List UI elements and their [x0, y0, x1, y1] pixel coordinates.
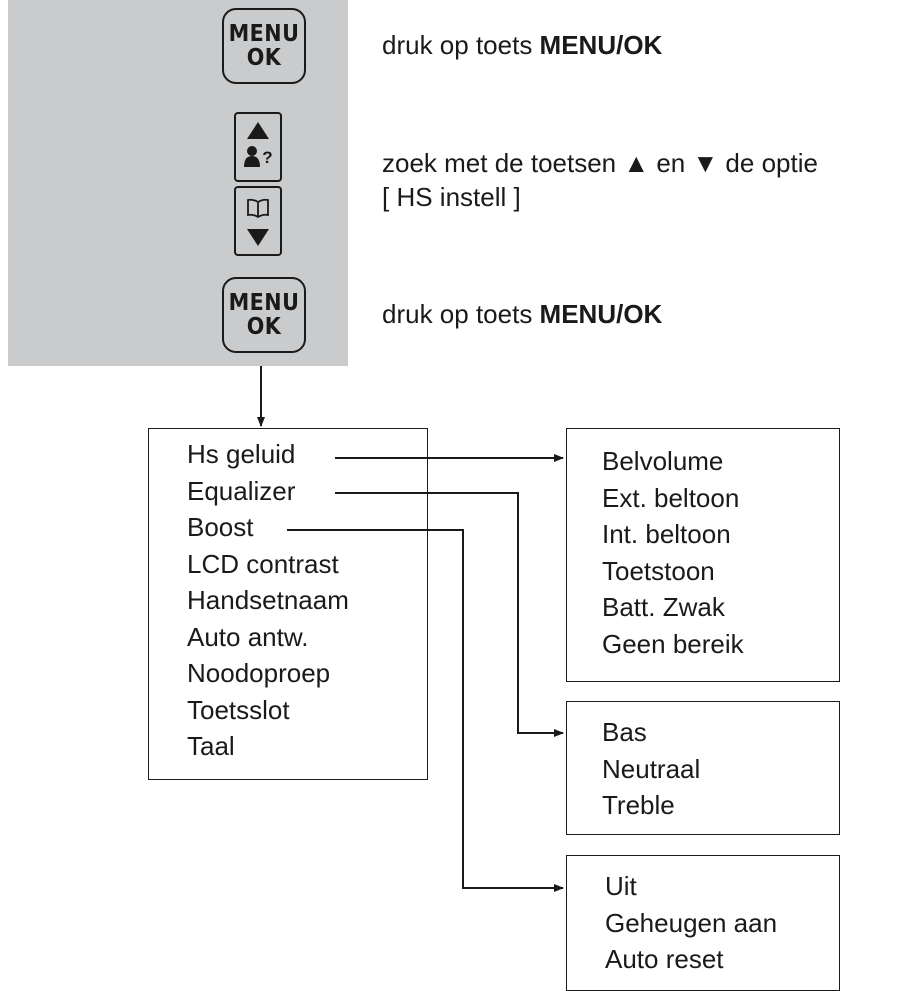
main-menu-item: Auto antw.: [187, 621, 309, 652]
instruction-step2-line2: [ HS instell ]: [382, 182, 521, 212]
submenu-item: Auto reset: [605, 944, 724, 974]
main-menu-item: Taal: [187, 731, 235, 761]
main-menu-item: Boost: [187, 512, 254, 542]
menu-ok-button[interactable]: MENU OK: [222, 8, 306, 84]
down-key[interactable]: [234, 186, 282, 256]
main-menu-item: Hs geluid: [187, 439, 296, 469]
submenu-boost-box: Uit Geheugen aan Auto reset: [566, 855, 840, 991]
book-icon: [246, 198, 270, 223]
submenu-item: Neutraal: [602, 753, 701, 784]
submenu-item: Uit: [605, 871, 637, 901]
question-mark: ?: [262, 148, 273, 167]
instruction-step1-text: druk op toets: [382, 30, 540, 60]
submenu-item: Ext. beltoon: [602, 482, 740, 513]
menu-ok-line1: MENU: [228, 20, 300, 47]
main-menu-list: Hs geluid Equalizer Boost LCD contrast H…: [187, 436, 427, 765]
submenu-boost-list: Uit Geheugen aan Auto reset: [605, 868, 839, 978]
submenu-hs-geluid-box: Belvolume Ext. beltoon Int. beltoon Toet…: [566, 428, 840, 682]
main-menu-box: Hs geluid Equalizer Boost LCD contrast H…: [148, 428, 428, 780]
main-menu-item: Noodoproep: [187, 658, 331, 688]
connector-arrow-boost: [287, 529, 564, 892]
menu-ok-button-2[interactable]: MENU OK: [222, 277, 306, 353]
submenu-item: Batt. Zwak: [602, 592, 725, 622]
submenu-item: Int. beltoon: [602, 519, 731, 549]
submenu-item: Geheugen aan: [605, 907, 778, 938]
instruction-step2: zoek met de toetsen ▲ en ▼ de optie [ HS…: [382, 146, 818, 214]
main-menu-item: Toetsslot: [187, 694, 290, 725]
main-menu-item: LCD contrast: [187, 548, 339, 579]
menu-ok-line2: OK: [246, 45, 282, 71]
main-menu-item: Handsetnaam: [187, 585, 349, 615]
submenu-item: Bas: [602, 717, 647, 747]
connector-arrow-equalizer: [335, 492, 564, 737]
up-key[interactable]: ?: [234, 112, 282, 182]
contacts-icon: ?: [243, 145, 273, 167]
menu-ok-line2: OK: [246, 314, 282, 340]
submenu-equalizer-box: Bas Neutraal Treble: [566, 701, 840, 835]
submenu-item: Belvolume: [602, 446, 724, 476]
submenu-item: Toetstoon: [602, 555, 715, 586]
main-menu-item: Equalizer: [187, 475, 296, 506]
instruction-step3: druk op toets MENU/OK: [382, 297, 662, 331]
instruction-step3-text: druk op toets: [382, 299, 540, 329]
down-arrow-icon: [247, 229, 269, 246]
submenu-hs-geluid-list: Belvolume Ext. beltoon Int. beltoon Toet…: [602, 443, 839, 662]
instruction-step2-line1: zoek met de toetsen ▲ en ▼ de optie: [382, 148, 818, 178]
menu-ok-line1: MENU: [228, 289, 300, 316]
keypad-panel: MENU OK ? MENU OK: [8, 0, 348, 366]
instruction-step3-key: MENU/OK: [539, 299, 663, 329]
up-arrow-icon: [247, 122, 269, 139]
submenu-item: Geen bereik: [602, 628, 744, 659]
submenu-equalizer-list: Bas Neutraal Treble: [602, 714, 839, 824]
submenu-item: Treble: [602, 790, 675, 820]
instruction-step1-key: MENU/OK: [539, 30, 663, 60]
instruction-step1: druk op toets MENU/OK: [382, 28, 662, 62]
